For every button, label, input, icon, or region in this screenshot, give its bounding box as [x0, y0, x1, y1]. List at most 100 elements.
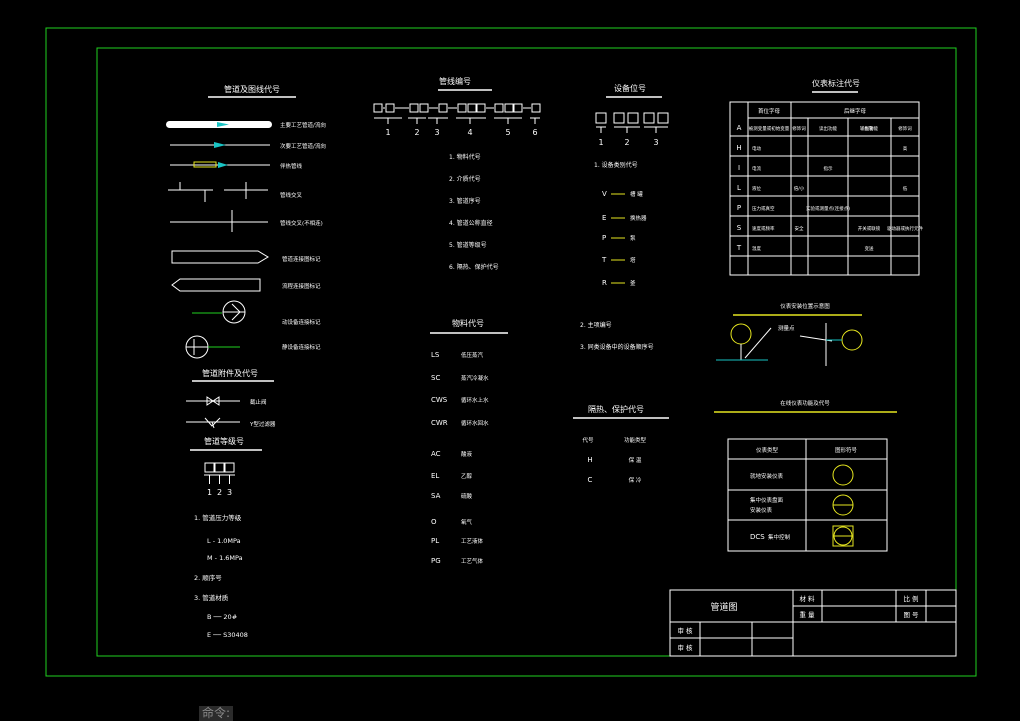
table-group-header: 首位字母 — [758, 107, 781, 115]
code-digit: 3 — [227, 488, 232, 497]
device-item: 1. 设备类别代号 — [594, 161, 638, 169]
medium-name: 循环水回水 — [461, 419, 489, 427]
command-line-prompt[interactable]: 命令: — [199, 706, 234, 721]
device-name: 釜 — [630, 279, 636, 287]
code-box — [657, 112, 669, 124]
table-row-letter: S — [737, 224, 742, 232]
code-digit: 1 — [598, 138, 603, 147]
medium-name: 蒸汽冷凝水 — [461, 374, 489, 382]
dcs-instrument-icon — [832, 525, 854, 547]
table-sub-header: 被测变量或初始变量 — [749, 125, 790, 132]
local-instrument-icon — [832, 464, 854, 486]
code-digit: 2 — [217, 488, 222, 497]
pipe-number-item: 5. 管道等级号 — [449, 241, 487, 249]
table-row-letter: P — [737, 204, 741, 212]
section-title-insulation: 隔热、保护代号 — [588, 404, 644, 414]
table-row-letter: T — [736, 244, 742, 252]
field-instrument-icon — [841, 329, 863, 351]
pipe-number-item: 2. 介质代号 — [449, 175, 481, 183]
code-box — [595, 112, 607, 124]
pipe-symbol-label: 流程连接图标记 — [282, 282, 321, 290]
pipe-cross-unconnected-symbol — [170, 210, 268, 232]
grade-item: 1. 管道压力等级 — [194, 513, 242, 522]
grade-item: E ── S30408 — [207, 631, 248, 639]
code-box — [627, 112, 639, 124]
code-box — [438, 103, 448, 113]
insulation-code: C — [588, 476, 593, 484]
valve-section: 管道附件及代号 截止阀 Y型过滤器 — [186, 368, 276, 429]
code-digit: 2 — [414, 128, 419, 137]
insulation-header: 功能类型 — [624, 436, 647, 444]
code-digit: 1 — [385, 128, 390, 137]
device-name: 槽 罐 — [630, 190, 643, 198]
table-sub-header: 修饰词 — [792, 125, 806, 132]
title-block — [669, 589, 957, 657]
table-header: 仪表类型 — [756, 446, 779, 454]
table-cell: 电动 — [752, 145, 761, 152]
title-block-checked: 审 核 — [677, 643, 693, 652]
table-row-letter: A — [737, 124, 742, 132]
function-label: 就地安装仪表 — [750, 472, 784, 480]
code-digit: 1 — [207, 488, 212, 497]
pipe-symbol-label: 主要工艺管道/流向 — [280, 121, 326, 129]
table-cell: 驱动器或执行元件 — [887, 225, 923, 232]
code-box — [224, 462, 235, 473]
code-box — [531, 103, 541, 113]
pipe-number-item: 3. 管道序号 — [449, 197, 481, 205]
code-box — [643, 112, 655, 124]
pipe-connection-flag — [171, 250, 269, 264]
medium-name: 乙醇 — [461, 472, 473, 480]
insulation-section: 隔热、保护代号 代号 功能类型 H 保 温 C 保 冷 — [573, 404, 669, 484]
table-cell: 指示 — [824, 165, 833, 172]
code-box — [419, 103, 429, 113]
medium-code: SC — [431, 374, 440, 382]
pipe-symbol-label: 管线交叉 — [280, 191, 303, 199]
device-name: 泵 — [630, 235, 636, 242]
pipe-number-item: 1. 物料代号 — [449, 153, 481, 161]
section-title-pipe-material: 管道及图线代号 — [224, 84, 280, 94]
code-box — [504, 103, 514, 113]
table-cell: 实验或测量点(连接点) — [806, 205, 850, 212]
outer-frame — [45, 27, 977, 677]
valve-label: 截止阀 — [250, 398, 267, 406]
pipe-number-item: 6. 隔热、保护代号 — [449, 263, 499, 271]
title-block-scale: 比 例 — [903, 594, 918, 603]
table-row-letter: L — [737, 184, 741, 192]
table-sub-header: 修饰词 — [898, 125, 912, 132]
device-item: 2. 主项编号 — [580, 321, 612, 329]
medium-code: AC — [431, 450, 441, 458]
table-cell: 高 — [903, 145, 908, 152]
function-label: 集中控制 — [768, 533, 791, 541]
drawing-title: 管道图 — [710, 601, 737, 613]
table-cell: 低 — [903, 185, 908, 192]
medium-name: 氧气 — [461, 518, 473, 526]
leader-line — [744, 327, 772, 359]
medium-name: 低压蒸汽 — [461, 351, 484, 359]
pipe-symbol-label: 管线交叉(不相连) — [280, 219, 323, 227]
medium-name: 硫酸 — [461, 492, 473, 500]
medium-name: 工艺气体 — [461, 557, 484, 565]
pipe-symbol-label: 管道连接图标记 — [282, 255, 321, 263]
section-title-pipe-grade: 管道等级号 — [204, 436, 244, 446]
code-box — [373, 103, 383, 113]
code-digit: 3 — [434, 128, 439, 137]
function-prefix: DCS — [750, 533, 765, 541]
code-box — [409, 103, 419, 113]
inner-frame — [96, 47, 957, 657]
title-block-drawing-no: 图 号 — [903, 611, 919, 619]
insulation-name: 保 温 — [629, 456, 642, 464]
code-box — [214, 462, 225, 473]
section-title-device: 设备位号 — [614, 83, 646, 93]
code-box — [513, 103, 523, 113]
table-sub-header: 读出功能 — [819, 125, 837, 132]
